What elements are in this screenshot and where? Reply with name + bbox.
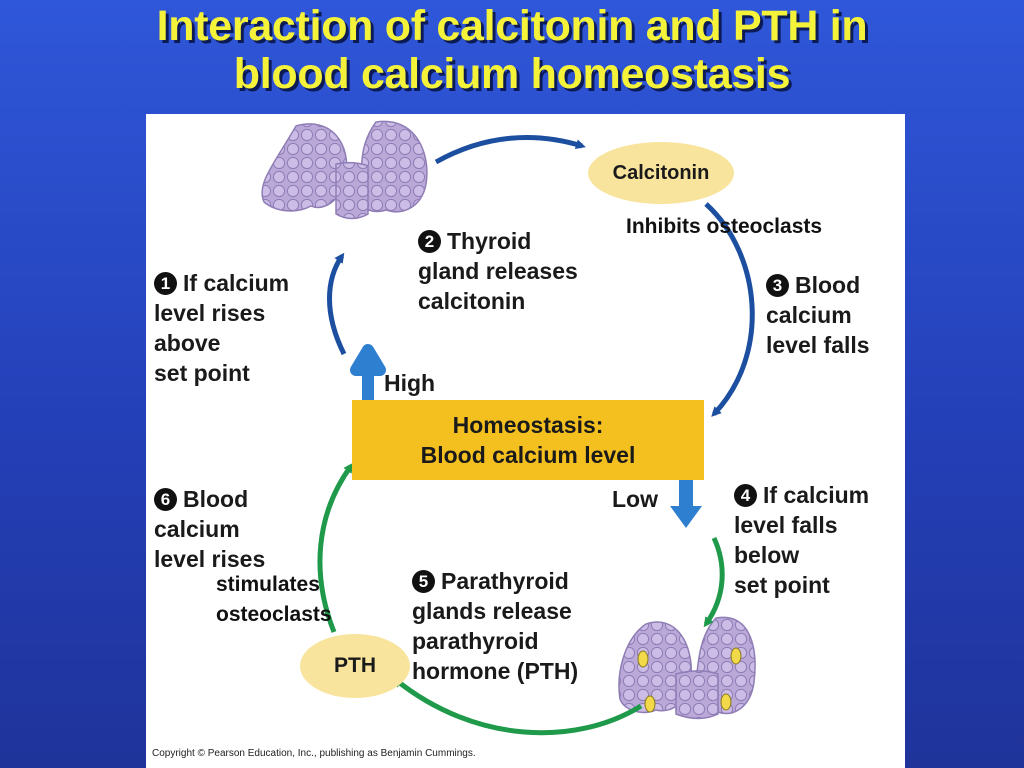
title-line-1: Interaction of calcitonin and PTH in (156, 2, 868, 50)
pth-bubble: PTH (300, 634, 410, 698)
arrow-low-to-parathyroid (703, 536, 725, 628)
slide-title: Interaction of calcitonin and PTH in blo… (0, 2, 1024, 98)
arrow-pth-to-homeostasis (317, 462, 354, 633)
step-number-6: 6 (154, 488, 177, 511)
parathyroid-glands-icon (618, 616, 756, 720)
title-line-2: blood calcium homeostasis (233, 50, 791, 98)
annotation-inhibits-osteoclasts: Inhibits osteoclasts (626, 215, 823, 238)
step-number-3: 3 (766, 274, 789, 297)
arrow-rise-to-thyroid (327, 252, 347, 356)
homeostasis-title: Homeostasis: (452, 412, 604, 438)
arrow-thyroid-to-calcitonin (434, 135, 586, 165)
diagram-panel: Calcitonin PTH Homeostasis: Blood calciu… (146, 114, 905, 768)
annotation-stimulates-osteoclasts: stimulates osteoclasts (216, 573, 332, 626)
cycle-diagram (261, 120, 756, 736)
step-number-5: 5 (412, 570, 435, 593)
homeostasis-subtitle: Blood calcium level (420, 442, 636, 468)
copyright-notice: Copyright © Pearson Education, Inc., pub… (152, 748, 476, 759)
homeostasis-box: Homeostasis: Blood calcium level (352, 400, 704, 480)
step-number-1: 1 (154, 272, 177, 295)
step-number-2: 2 (418, 230, 441, 253)
step-number-4: 4 (734, 484, 757, 507)
arrow-calcitonin-to-homeostasis (704, 202, 755, 417)
thyroid-gland-icon (261, 120, 428, 220)
calcitonin-bubble: Calcitonin (588, 142, 734, 204)
low-label: Low (612, 486, 658, 512)
arrow-parathyroid-to-pth (392, 677, 643, 736)
high-label: High (384, 370, 436, 396)
high-arrow (350, 344, 386, 400)
